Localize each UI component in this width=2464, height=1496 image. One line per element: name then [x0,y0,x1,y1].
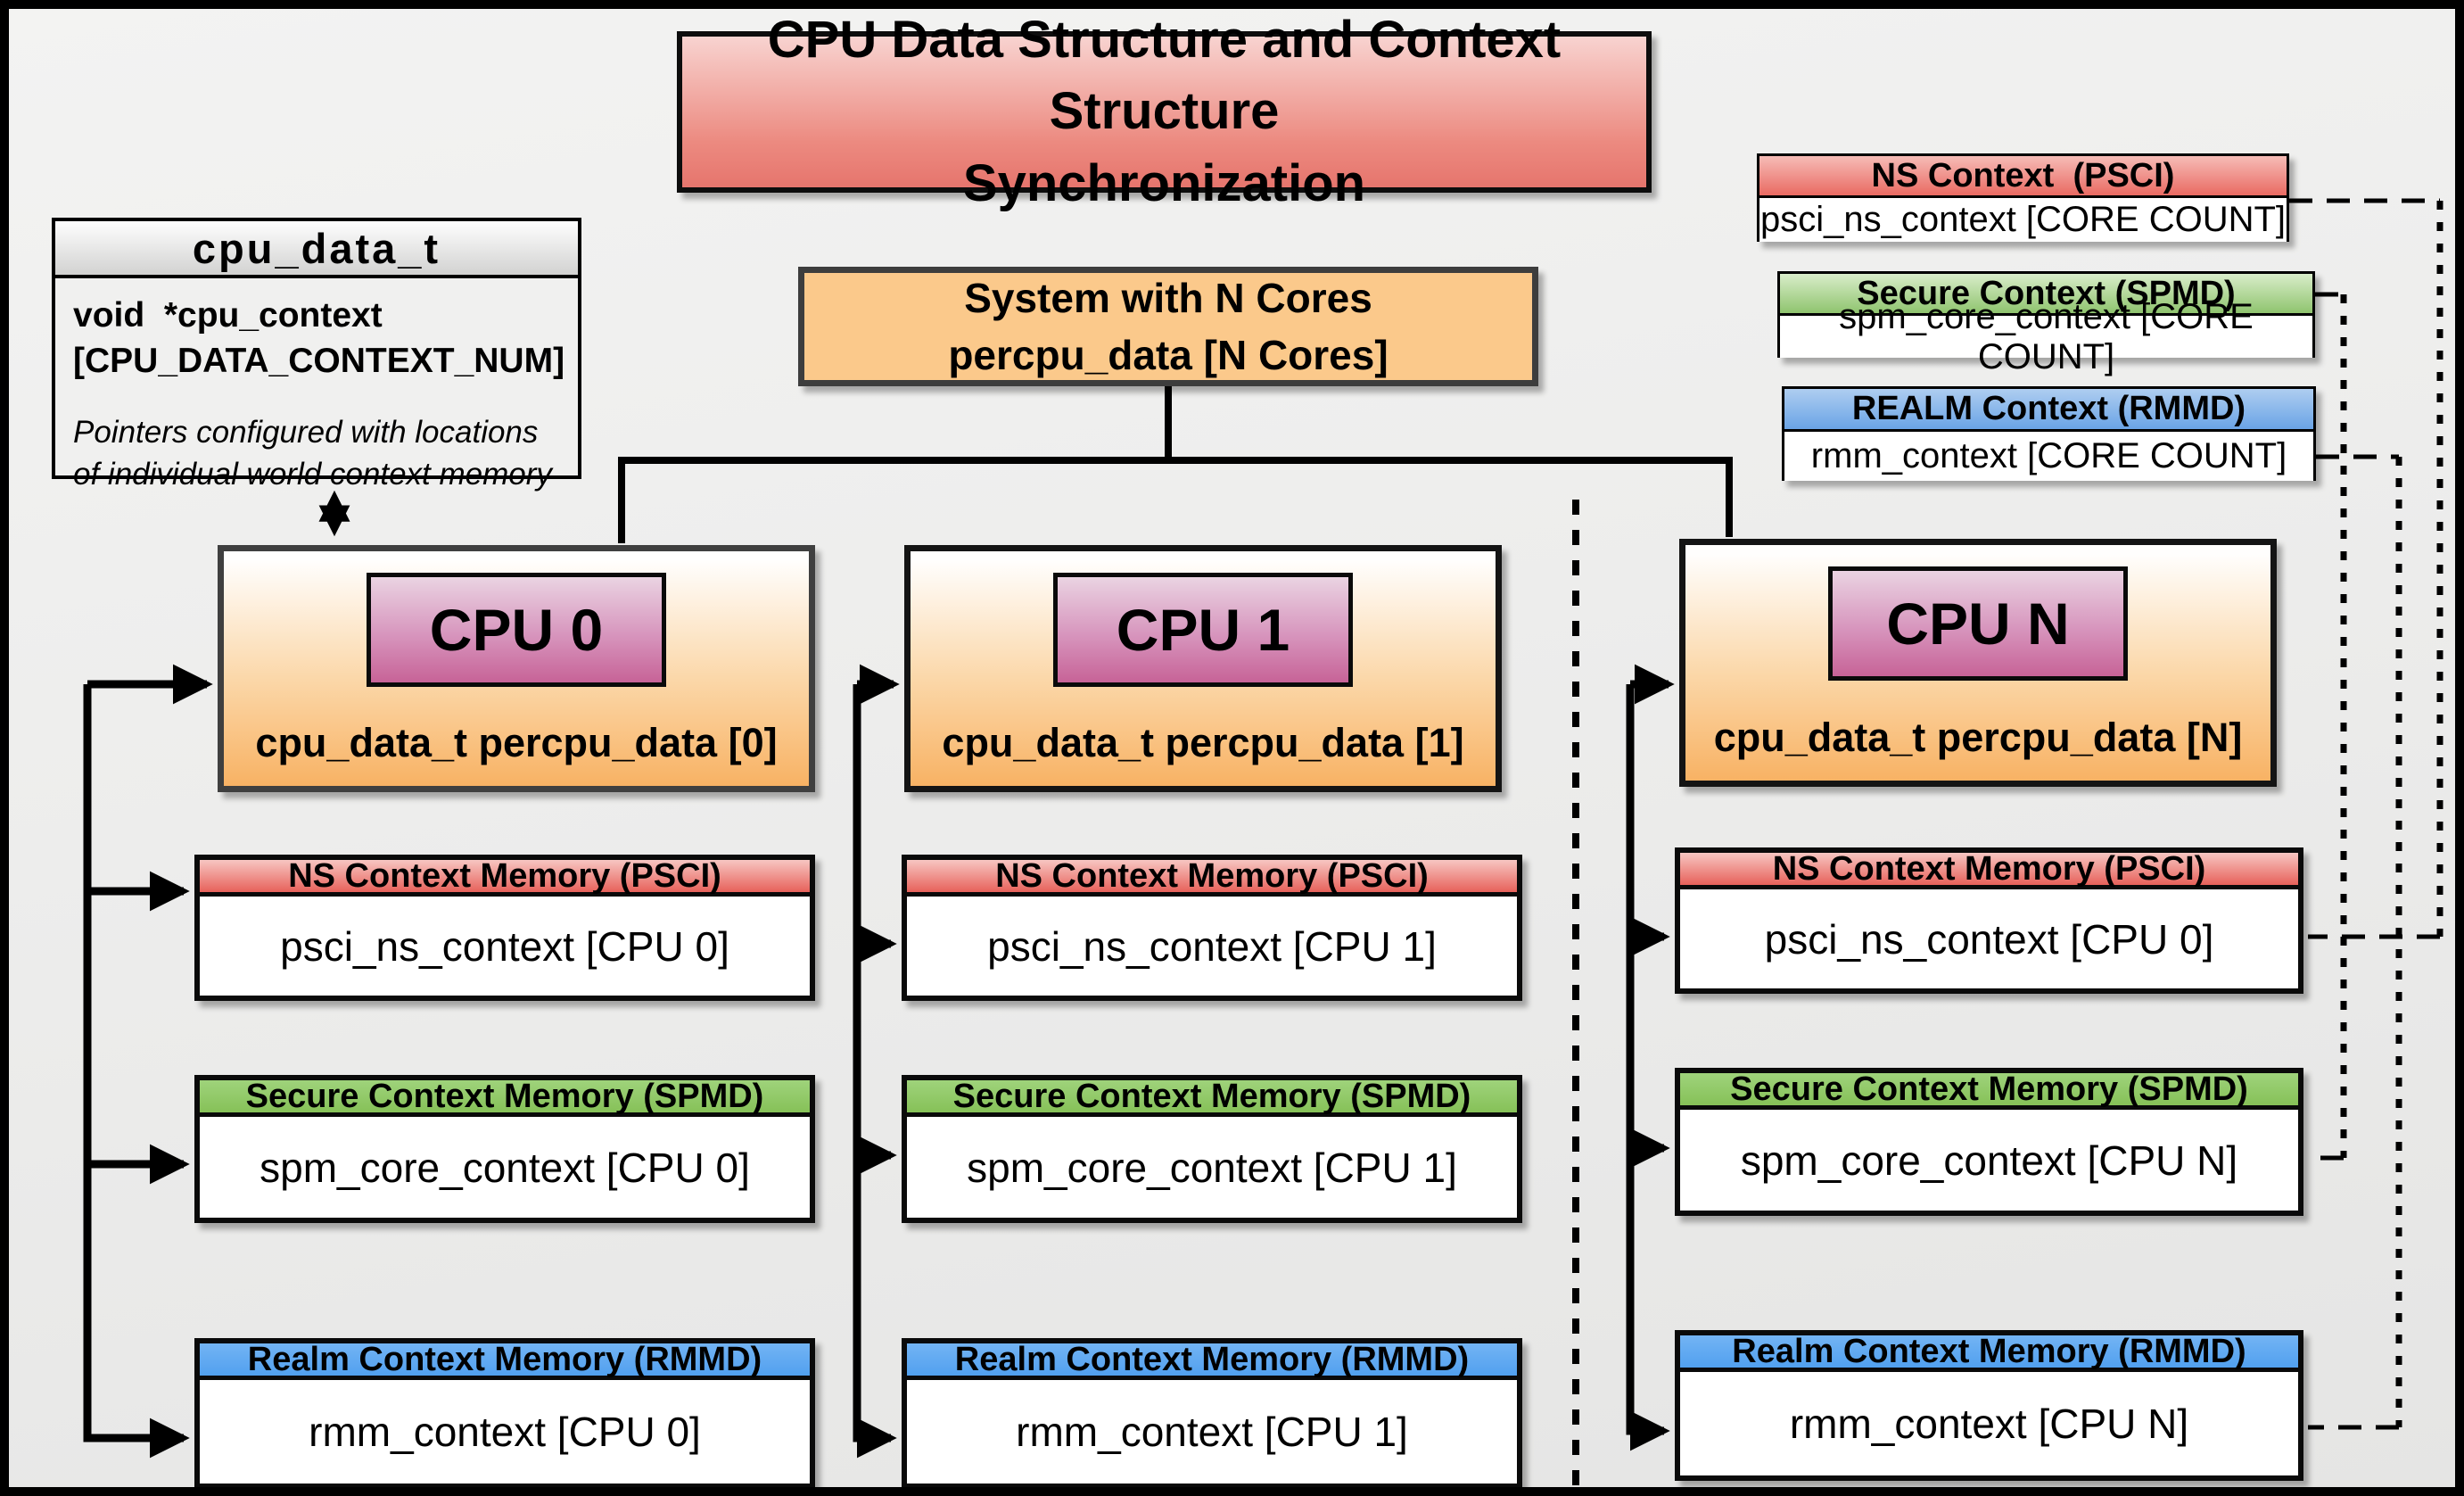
cpu1-realm-memory-header: Realm Context Memory (RMMD) [907,1341,1517,1380]
cpun-secure-memory-body: spm_core_context [CPU N] [1680,1110,2298,1211]
cpu-context-field-line1: void *cpu_context [73,296,383,335]
connector-layer [83,198,2443,1487]
cpun-ns-memory-header: NS Context Memory (PSCI) [1680,850,2298,889]
cpu1-box: CPU 1 cpu_data_t percpu_data [1] [904,545,1502,792]
legend-secure-context-header: Secure Context (SPMD) [1780,274,2312,316]
cpun-secure-memory-box: Secure Context Memory (SPMD) spm_core_co… [1675,1068,2303,1216]
cpu0-ns-memory-box: NS Context Memory (PSCI) psci_ns_context… [194,855,815,1001]
cpun-realm-memory-body: rmm_context [CPU N] [1680,1372,2298,1475]
cpun-data-label: cpu_data_t percpu_data [N] [1713,715,2243,760]
cpun-box: CPU N cpu_data_t percpu_data [N] [1679,539,2277,787]
legend-realm-context-header: REALM Context (RMMD) [1784,389,2313,432]
legend-secure-context-body: spm_core_context [CORE COUNT] [1780,297,2312,376]
cpun-chip: CPU N [1828,566,2128,681]
diagram-title: CPU Data Structure and Context Structure… [677,11,1652,212]
cpu1-ns-memory-body: psci_ns_context [CPU 1] [907,897,1517,996]
cpu0-ns-memory-header: NS Context Memory (PSCI) [200,857,810,897]
cpu1-secure-memory-header: Secure Context Memory (SPMD) [907,1078,1517,1117]
cpu0-secure-memory-header: Secure Context Memory (SPMD) [200,1078,810,1117]
cpu1-realm-memory-body: rmm_context [CPU 1] [907,1380,1517,1484]
cpu1-ns-memory-header: NS Context Memory (PSCI) [907,857,1517,897]
cpu1-ns-memory-box: NS Context Memory (PSCI) psci_ns_context… [902,855,1522,1001]
cpu0-box: CPU 0 cpu_data_t percpu_data [0] [218,545,815,792]
cpu0-feeder-to-realm-arrow [83,684,190,1459]
system-box-line1: System with N Cores [964,274,1372,321]
cpun-secure-memory-header: Secure Context Memory (SPMD) [1680,1070,2298,1110]
cpu0-ns-memory-body: psci_ns_context [CPU 0] [200,897,810,996]
cpun-ns-memory-body: psci_ns_context [CPU 0] [1680,889,2298,988]
legend-realm-context-box: REALM Context (RMMD) rmm_context [CORE C… [1782,386,2316,481]
cpu1-secure-memory-box: Secure Context Memory (SPMD) spm_core_co… [902,1075,1522,1223]
system-box-line2: percpu_data [N Cores] [948,332,1389,378]
cpu-data-t-struct-box: cpu_data_t void *cpu_context [CPU_DATA_C… [52,218,581,492]
cpu0-chip: CPU 0 [367,573,666,687]
cpu-data-t-header: cpu_data_t [55,221,578,278]
legend-ns-context-box: NS Context (PSCI) psci_ns_context [CORE … [1757,153,2289,242]
cpu0-data-label: cpu_data_t percpu_data [0] [255,720,778,765]
system-n-cores-box: System with N Cores percpu_data [N Cores… [798,267,1538,386]
cpu0-realm-memory-header: Realm Context Memory (RMMD) [200,1341,810,1380]
cpun-feeder-to-realm-arrow [1626,684,1670,1451]
cpu0-realm-memory-body: rmm_context [CPU 0] [200,1380,810,1484]
legend-ns-context-header: NS Context (PSCI) [1759,156,2287,198]
cpu-context-field-line2: [CPU_DATA_CONTEXT_NUM] [73,342,565,381]
diagram-title-line1: CPU Data Structure and Context Structure [767,11,1562,141]
cpu-data-t-note: Pointers configured with locations of in… [73,414,552,492]
cpun-ns-memory-box: NS Context Memory (PSCI) psci_ns_context… [1675,847,2303,994]
cpu0-secure-memory-body: spm_core_context [CPU 0] [200,1117,810,1218]
cpu1-chip: CPU 1 [1053,573,1353,687]
cpun-realm-memory-header: Realm Context Memory (RMMD) [1680,1333,2298,1372]
legend-ns-context-body: psci_ns_context [CORE COUNT] [1759,198,2287,242]
cpun-realm-memory-box: Realm Context Memory (RMMD) rmm_context … [1675,1330,2303,1481]
legend-realm-context-body: rmm_context [CORE COUNT] [1784,432,2313,481]
cpu1-feeder-to-realm-arrow [853,684,897,1459]
cpu1-data-label: cpu_data_t percpu_data [1] [942,720,1464,765]
cpu-data-t-body: void *cpu_context [CPU_DATA_CONTEXT_NUM]… [55,278,578,495]
cpu0-secure-memory-box: Secure Context Memory (SPMD) spm_core_co… [194,1075,815,1223]
cpu0-realm-memory-box: Realm Context Memory (RMMD) rmm_context … [194,1338,815,1487]
legend-secure-context-box: Secure Context (SPMD) spm_core_context [… [1777,271,2315,376]
cpu1-secure-memory-body: spm_core_context [CPU 1] [907,1117,1517,1218]
diagram-title-line2: Synchronization [962,153,1366,212]
cpu1-realm-memory-box: Realm Context Memory (RMMD) rmm_context … [902,1338,1522,1487]
